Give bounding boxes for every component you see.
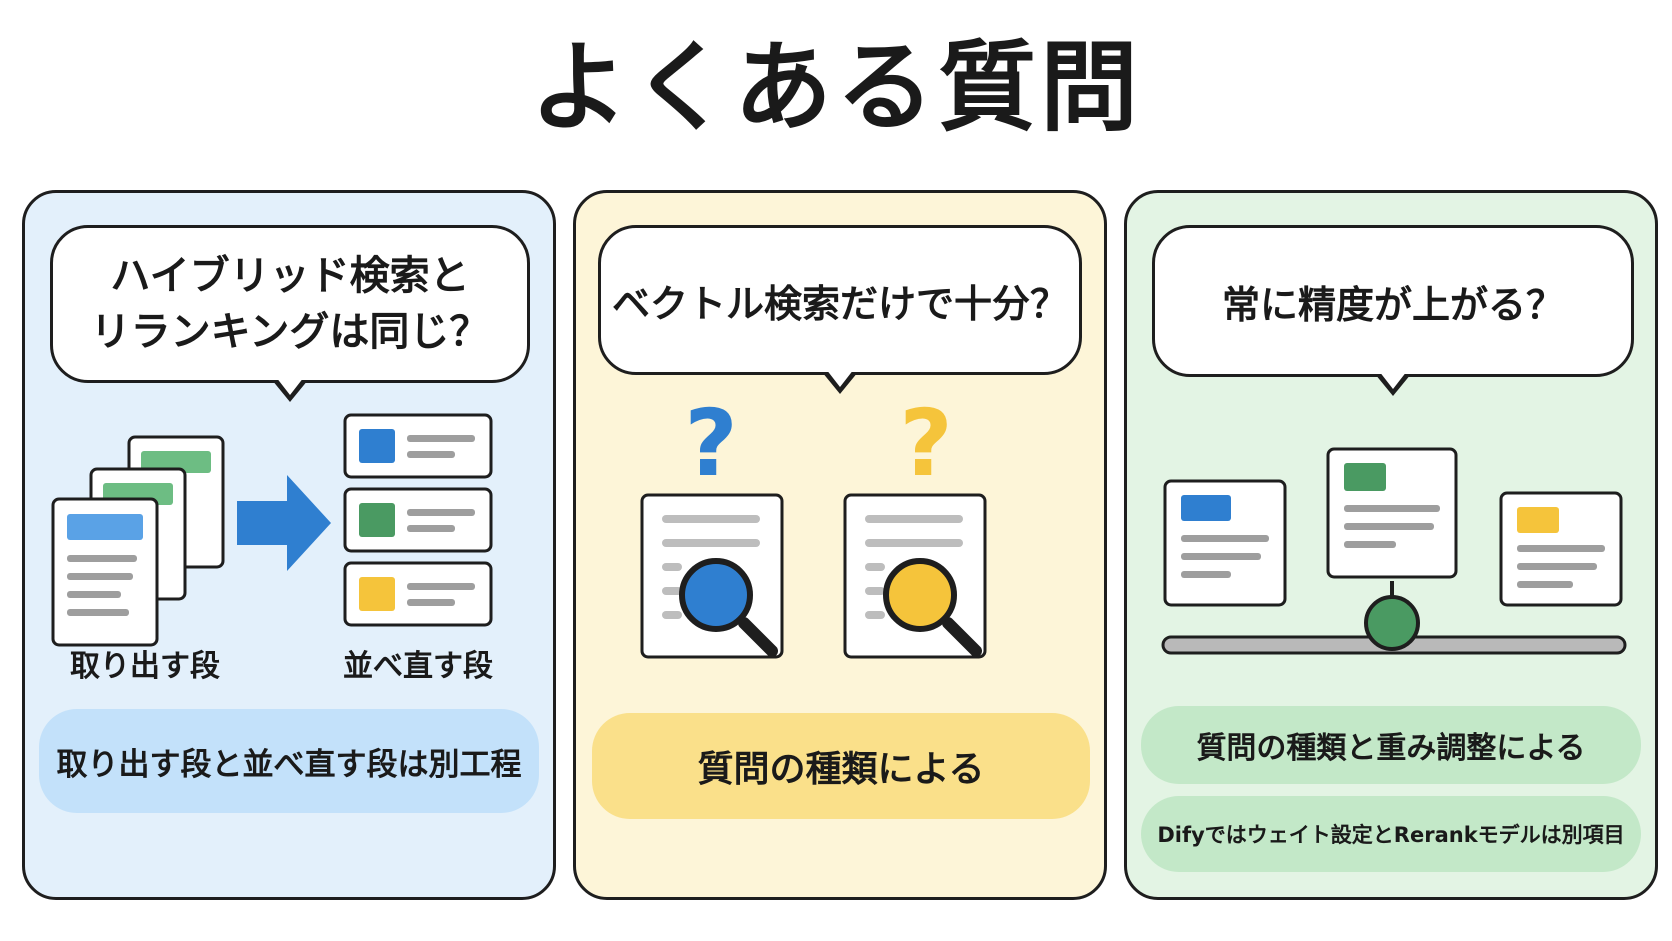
- question-type-illustration: ? ?: [640, 390, 987, 659]
- retrieve-stage-label: 取り出す段: [70, 649, 220, 684]
- magnifier-document-icon: [843, 493, 987, 659]
- question-text: 常に精度が上がる？: [1221, 282, 1564, 327]
- bubble-tail: [272, 377, 308, 402]
- rerank-stage-label: 並べ直す段: [343, 649, 493, 684]
- question-line-2: リランキングは同じ？: [90, 309, 490, 355]
- ranked-list-icon: [343, 413, 493, 627]
- question-bubble: ハイブリッド検索と リランキングは同じ？: [50, 225, 530, 402]
- magnifier-document-icon: [640, 493, 784, 659]
- page-title: よくある質問: [529, 31, 1142, 145]
- question-line-1: ハイブリッド検索と: [110, 253, 470, 299]
- faq-panel-accuracy: 常に精度が上がる？: [1124, 190, 1658, 900]
- bubble-tail: [822, 369, 858, 394]
- question-bubble: ベクトル検索だけで十分？: [598, 225, 1082, 394]
- arrow-right-icon: [237, 475, 331, 571]
- slider-icon: [1161, 581, 1627, 655]
- document-card-icon: [1163, 479, 1287, 607]
- question-mark-icon: ?: [684, 390, 737, 497]
- weight-slider-illustration: [1161, 447, 1627, 655]
- document-stack-icon: [51, 435, 225, 647]
- note-pill: Difyではウェイト設定とRerankモデルは別項目: [1141, 796, 1641, 872]
- answer-pill: 質問の種類による: [592, 713, 1090, 819]
- faq-panel-vector-only: ベクトル検索だけで十分？ ? ? 質問の種類: [573, 190, 1107, 900]
- question-mark-icon: ?: [899, 390, 952, 497]
- bubble-tail: [1375, 371, 1411, 396]
- answer-pill: 取り出す段と並べ直す段は別工程: [39, 709, 539, 813]
- faq-panel-hybrid-rerank: ハイブリッド検索と リランキングは同じ？: [22, 190, 556, 900]
- document-card-icon: [1326, 447, 1458, 579]
- question-bubble: 常に精度が上がる？: [1152, 225, 1634, 396]
- retrieve-rerank-illustration: [51, 413, 493, 647]
- document-card-icon: [1499, 491, 1623, 607]
- answer-pill: 質問の種類と重み調整による: [1141, 706, 1641, 784]
- question-text: ベクトル検索だけで十分？: [611, 281, 1068, 326]
